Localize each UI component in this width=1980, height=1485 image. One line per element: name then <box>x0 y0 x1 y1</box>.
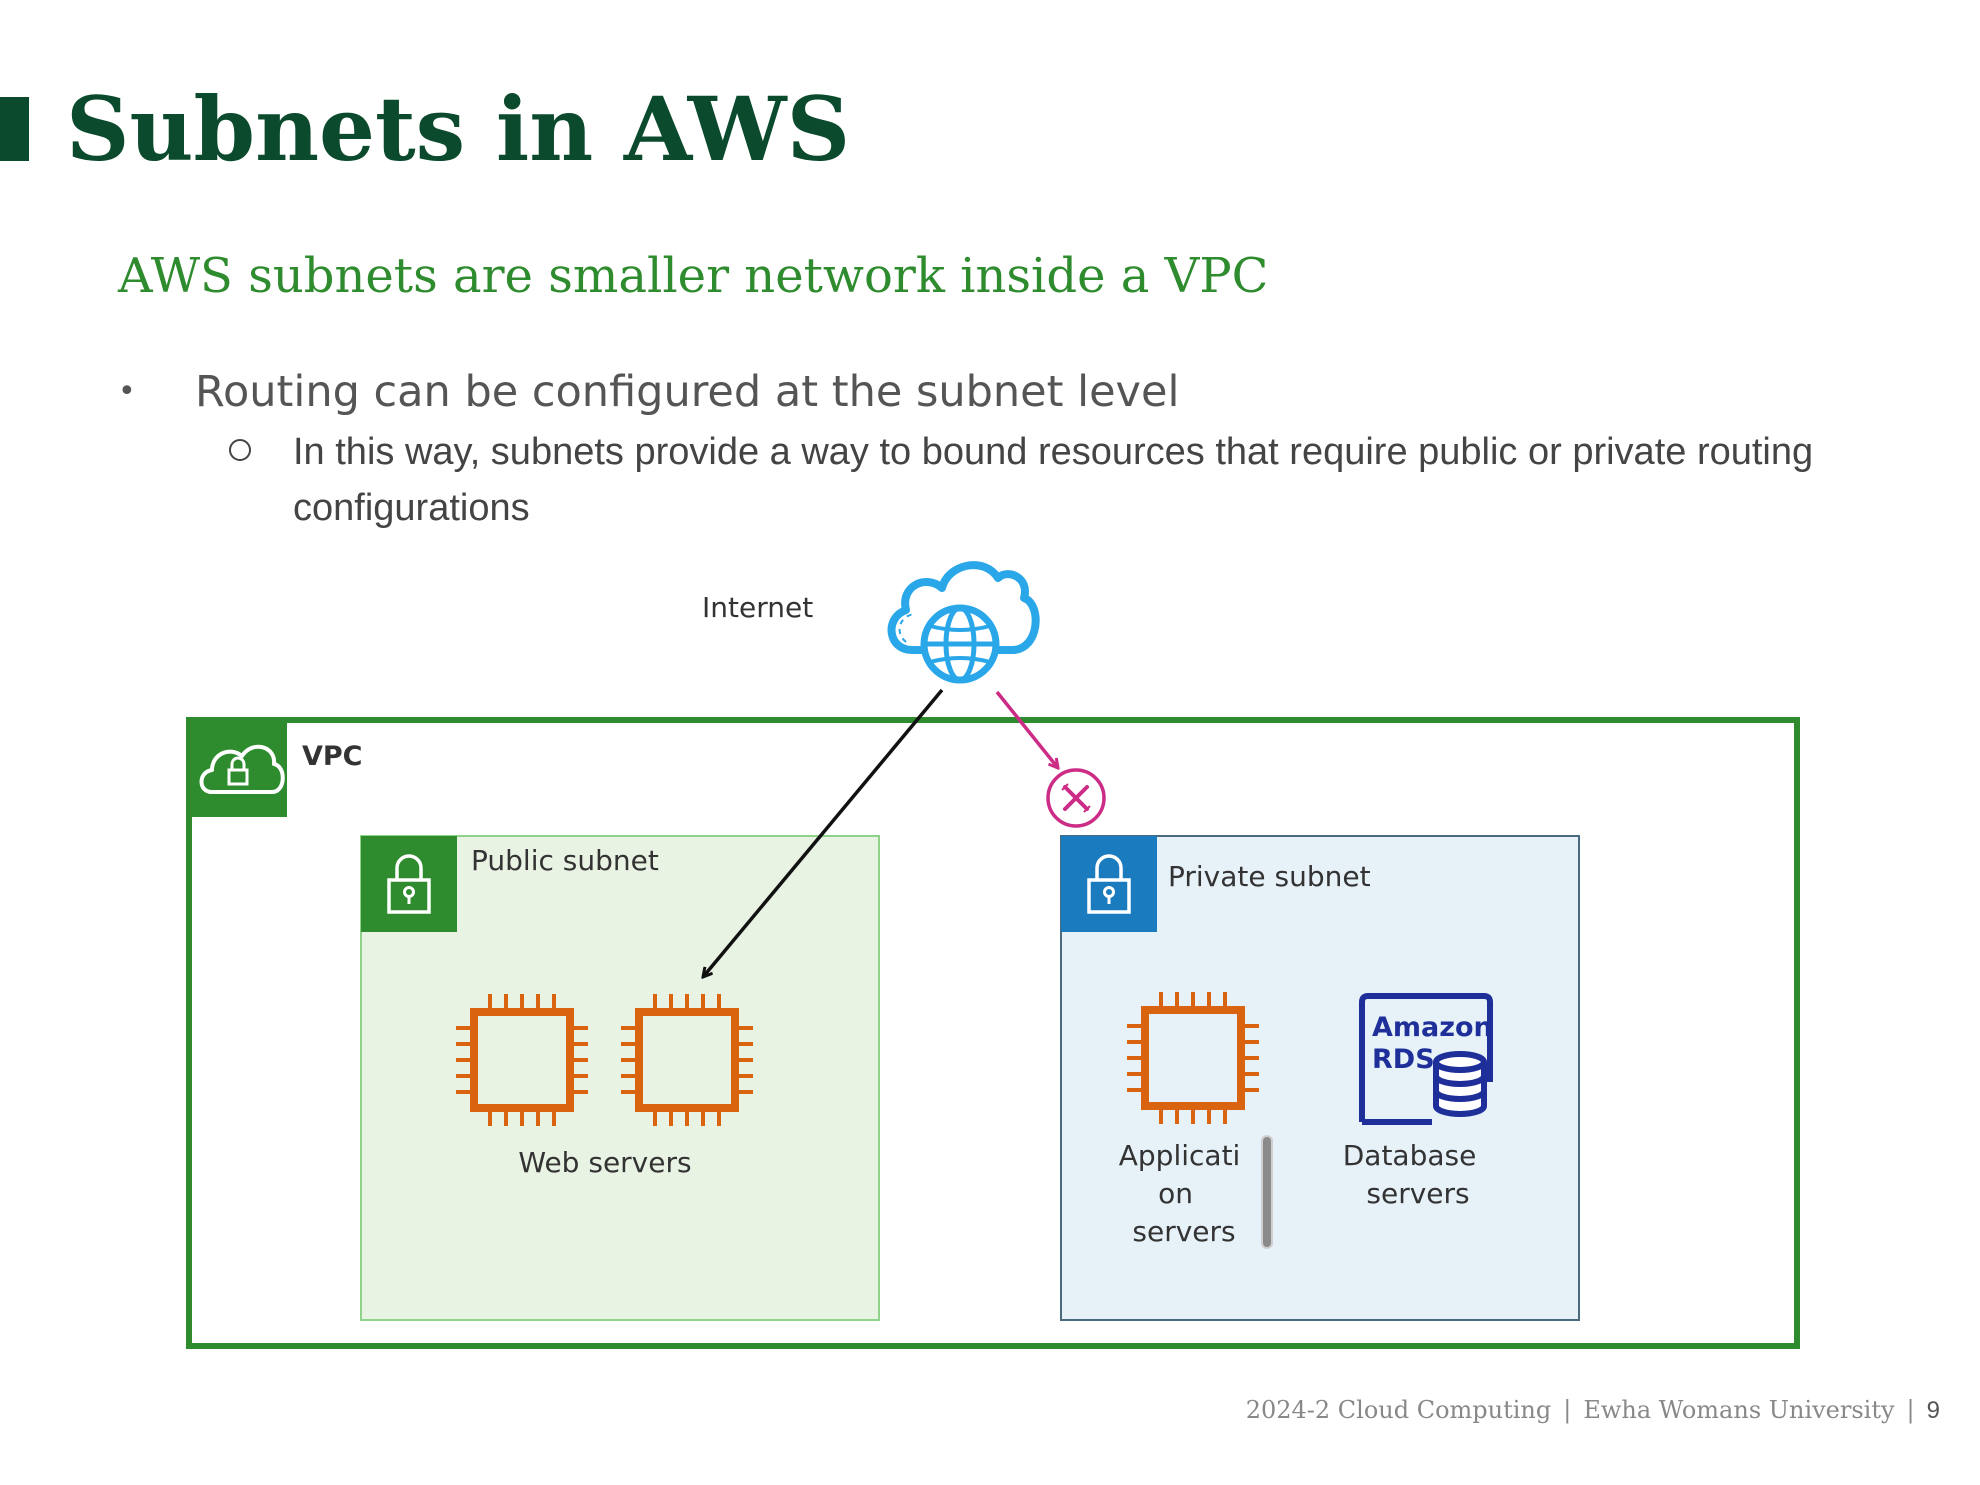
footer-course: 2024-2 Cloud Computing <box>1245 1396 1552 1424</box>
sub-bullet-marker <box>229 439 251 461</box>
footer-university: Ewha Womans University <box>1583 1396 1895 1424</box>
blocked-x-icon <box>1046 768 1106 828</box>
rds-logo-amazon: Amazon <box>1372 1012 1493 1043</box>
private-subnet-label: Private subnet <box>1168 860 1371 893</box>
internet-label: Internet <box>702 591 813 624</box>
cloud-lock-icon <box>199 744 285 794</box>
slide-title: Subnets in AWS <box>66 77 851 181</box>
title-accent-bar <box>0 97 29 161</box>
sub-bullet-text: In this way, subnets provide a way to bo… <box>293 431 1814 529</box>
page-number: 9 <box>1926 1397 1940 1424</box>
private-subnet-header-badge <box>1061 836 1157 932</box>
scrollbar-handle[interactable] <box>1261 1135 1273 1249</box>
rds-database-icon: Amazon RDS <box>1359 993 1493 1125</box>
rds-logo-rds: RDS <box>1372 1044 1435 1075</box>
web-servers-label: Web servers <box>518 1146 691 1179</box>
internet-cloud-globe-icon <box>887 561 1040 684</box>
footer-separator: | <box>1563 1396 1572 1424</box>
vpc-label: VPC <box>302 741 363 772</box>
internet-to-private-arrow <box>995 690 1058 768</box>
public-subnet-label: Public subnet <box>471 844 659 877</box>
bullet-marker: • <box>118 374 136 409</box>
slide-footer: 2024-2 Cloud Computing | Ewha Womans Unive… <box>1246 1392 1940 1429</box>
database-servers-label: Database servers <box>1343 1139 1486 1210</box>
internet-to-public-arrow <box>703 688 944 977</box>
footer-separator: | <box>1906 1396 1915 1424</box>
slide-subtitle: AWS subnets are smaller network inside a… <box>118 248 1269 304</box>
application-servers-label: Applicati on servers <box>1119 1139 1249 1248</box>
public-subnet-header-badge <box>361 836 457 932</box>
bullet-text: Routing can be configured at the subnet … <box>195 367 1180 417</box>
